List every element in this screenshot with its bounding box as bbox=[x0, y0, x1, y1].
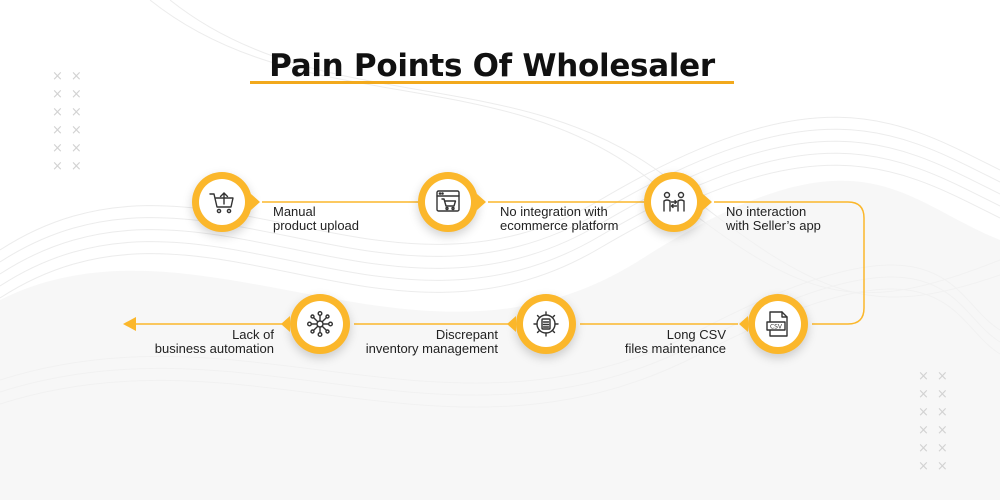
decorative-dots-top-left: ×××××××××××× bbox=[52, 69, 90, 174]
automation-network-icon bbox=[307, 311, 334, 338]
step-node-discrepant-inventory bbox=[516, 294, 576, 354]
step-node-no-interaction bbox=[644, 172, 704, 232]
step-label-6: Lack of business automation bbox=[154, 327, 274, 356]
step-label-4: Long CSV files maintenance bbox=[624, 327, 726, 356]
step-3-pointer bbox=[703, 194, 712, 210]
step-node-long-csv: CSV bbox=[748, 294, 808, 354]
flow-arrowhead bbox=[123, 317, 136, 331]
step-1-pointer bbox=[251, 194, 260, 210]
step-label-2: No integration with ecommerce platform bbox=[500, 204, 619, 233]
step-2-pointer bbox=[477, 194, 486, 210]
people-exchange-icon bbox=[663, 191, 685, 212]
svg-text:CSV: CSV bbox=[770, 324, 783, 331]
step-node-manual-upload bbox=[192, 172, 252, 232]
title-underline bbox=[250, 81, 734, 84]
csv-file-icon: CSV bbox=[766, 311, 788, 337]
step-4-pointer bbox=[739, 316, 748, 332]
step-6-pointer bbox=[281, 316, 290, 332]
step-node-no-integration bbox=[418, 172, 478, 232]
inventory-gear-icon bbox=[533, 311, 559, 337]
step-label-1: Manual product upload bbox=[273, 204, 360, 233]
browser-cart-icon bbox=[436, 190, 460, 212]
step-label-3: No interaction with Seller’s app bbox=[726, 204, 821, 233]
connector-3-4 bbox=[714, 201, 865, 325]
step-5-pointer bbox=[507, 316, 516, 332]
step-node-lack-automation bbox=[290, 294, 350, 354]
step-label-5: Discrepant inventory management bbox=[365, 327, 498, 356]
cart-upload-icon bbox=[209, 192, 234, 214]
decorative-dots-bottom-right: ×××××××××××× bbox=[918, 369, 956, 474]
page-title: Pain Points Of Wholesaler bbox=[269, 48, 715, 84]
